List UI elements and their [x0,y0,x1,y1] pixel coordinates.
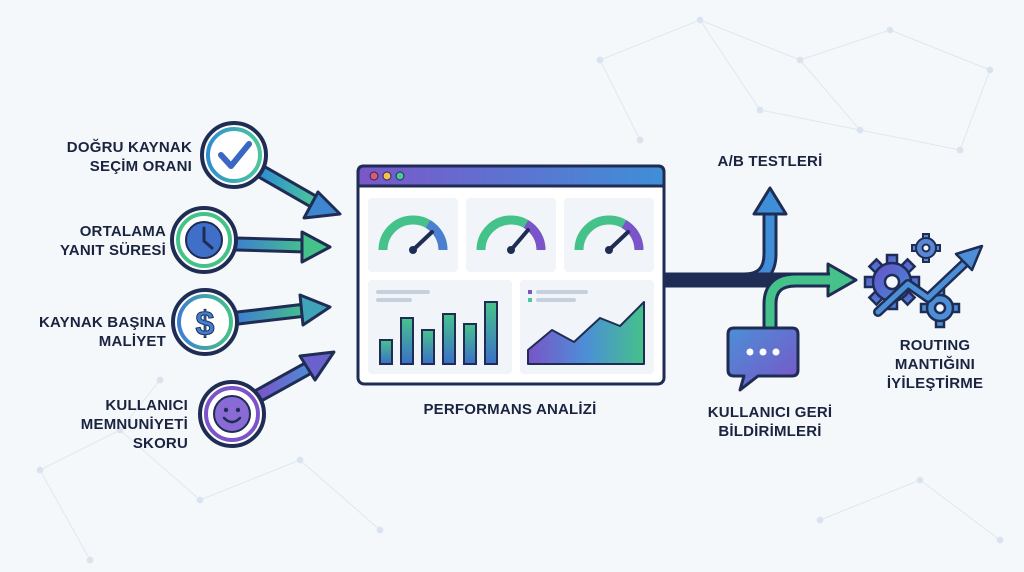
metric-label-line: YANIT SÜRESİ [59,242,166,259]
svg-text:$: $ [196,305,215,343]
chat-bubble-icon [726,326,800,392]
clock-icon [185,221,223,259]
outcome-line: İYİLEŞTİRME [886,375,984,392]
metric-label-line: MEMNUNİYETİ [80,416,188,433]
metric-label-accuracy: DOĞRU KAYNAK SEÇİM ORANI [67,138,192,176]
metric-label-line: DOĞRU KAYNAK [66,139,192,156]
metric-accuracy-node [200,121,342,220]
checkmark-icon [218,141,252,169]
metric-cost-node [171,288,332,356]
metric-satisfaction-node [198,350,336,448]
gears-icon [863,233,984,329]
outcome-line: MANTIĞINI [894,356,976,373]
user-feedback-line: BİLDİRİMLERİ [718,423,822,440]
performance-analysis-label: PERFORMANS ANALİZİ [410,400,610,419]
metric-label-line: SKORU [132,435,188,452]
metric-label-satisfaction: KULLANICI MEMNUNİYETİ SKORU [81,396,188,453]
ab-tests-label: A/B TESTLERİ [690,152,850,171]
metric-label-cost: KAYNAK BAŞINA MALİYET [39,313,166,351]
smiley-icon [213,395,251,433]
output-flow-arrow [664,186,858,330]
metric-label-line: SEÇİM ORANI [89,158,192,175]
performance-analysis-text: PERFORMANS ANALİZİ [423,401,597,418]
gauge-panel-2 [466,198,556,272]
metric-label-line: KULLANICI [105,397,188,414]
metric-label-response-time: ORTALAMA YANIT SÜRESİ [60,222,166,260]
background-network [36,16,1004,564]
metric-label-line: KAYNAK BAŞINA [38,314,166,331]
gauge-panel-1 [368,198,458,272]
metric-label-line: MALİYET [98,333,166,350]
metric-label-line: ORTALAMA [79,223,166,240]
ab-tests-text: A/B TESTLERİ [717,153,823,170]
bar-chart-panel [368,280,512,374]
user-feedback-label: KULLANICI GERİ BİLDİRİMLERİ [680,403,860,441]
outcome-label: ROUTING MANTIĞINI İYİLEŞTİRME [860,336,1010,393]
dollar-icon: $ [195,305,215,344]
outcome-line: ROUTING [899,337,971,354]
user-feedback-line: KULLANICI GERİ [707,404,833,421]
gauge-panel-3 [564,198,654,272]
area-chart-panel [520,280,654,374]
